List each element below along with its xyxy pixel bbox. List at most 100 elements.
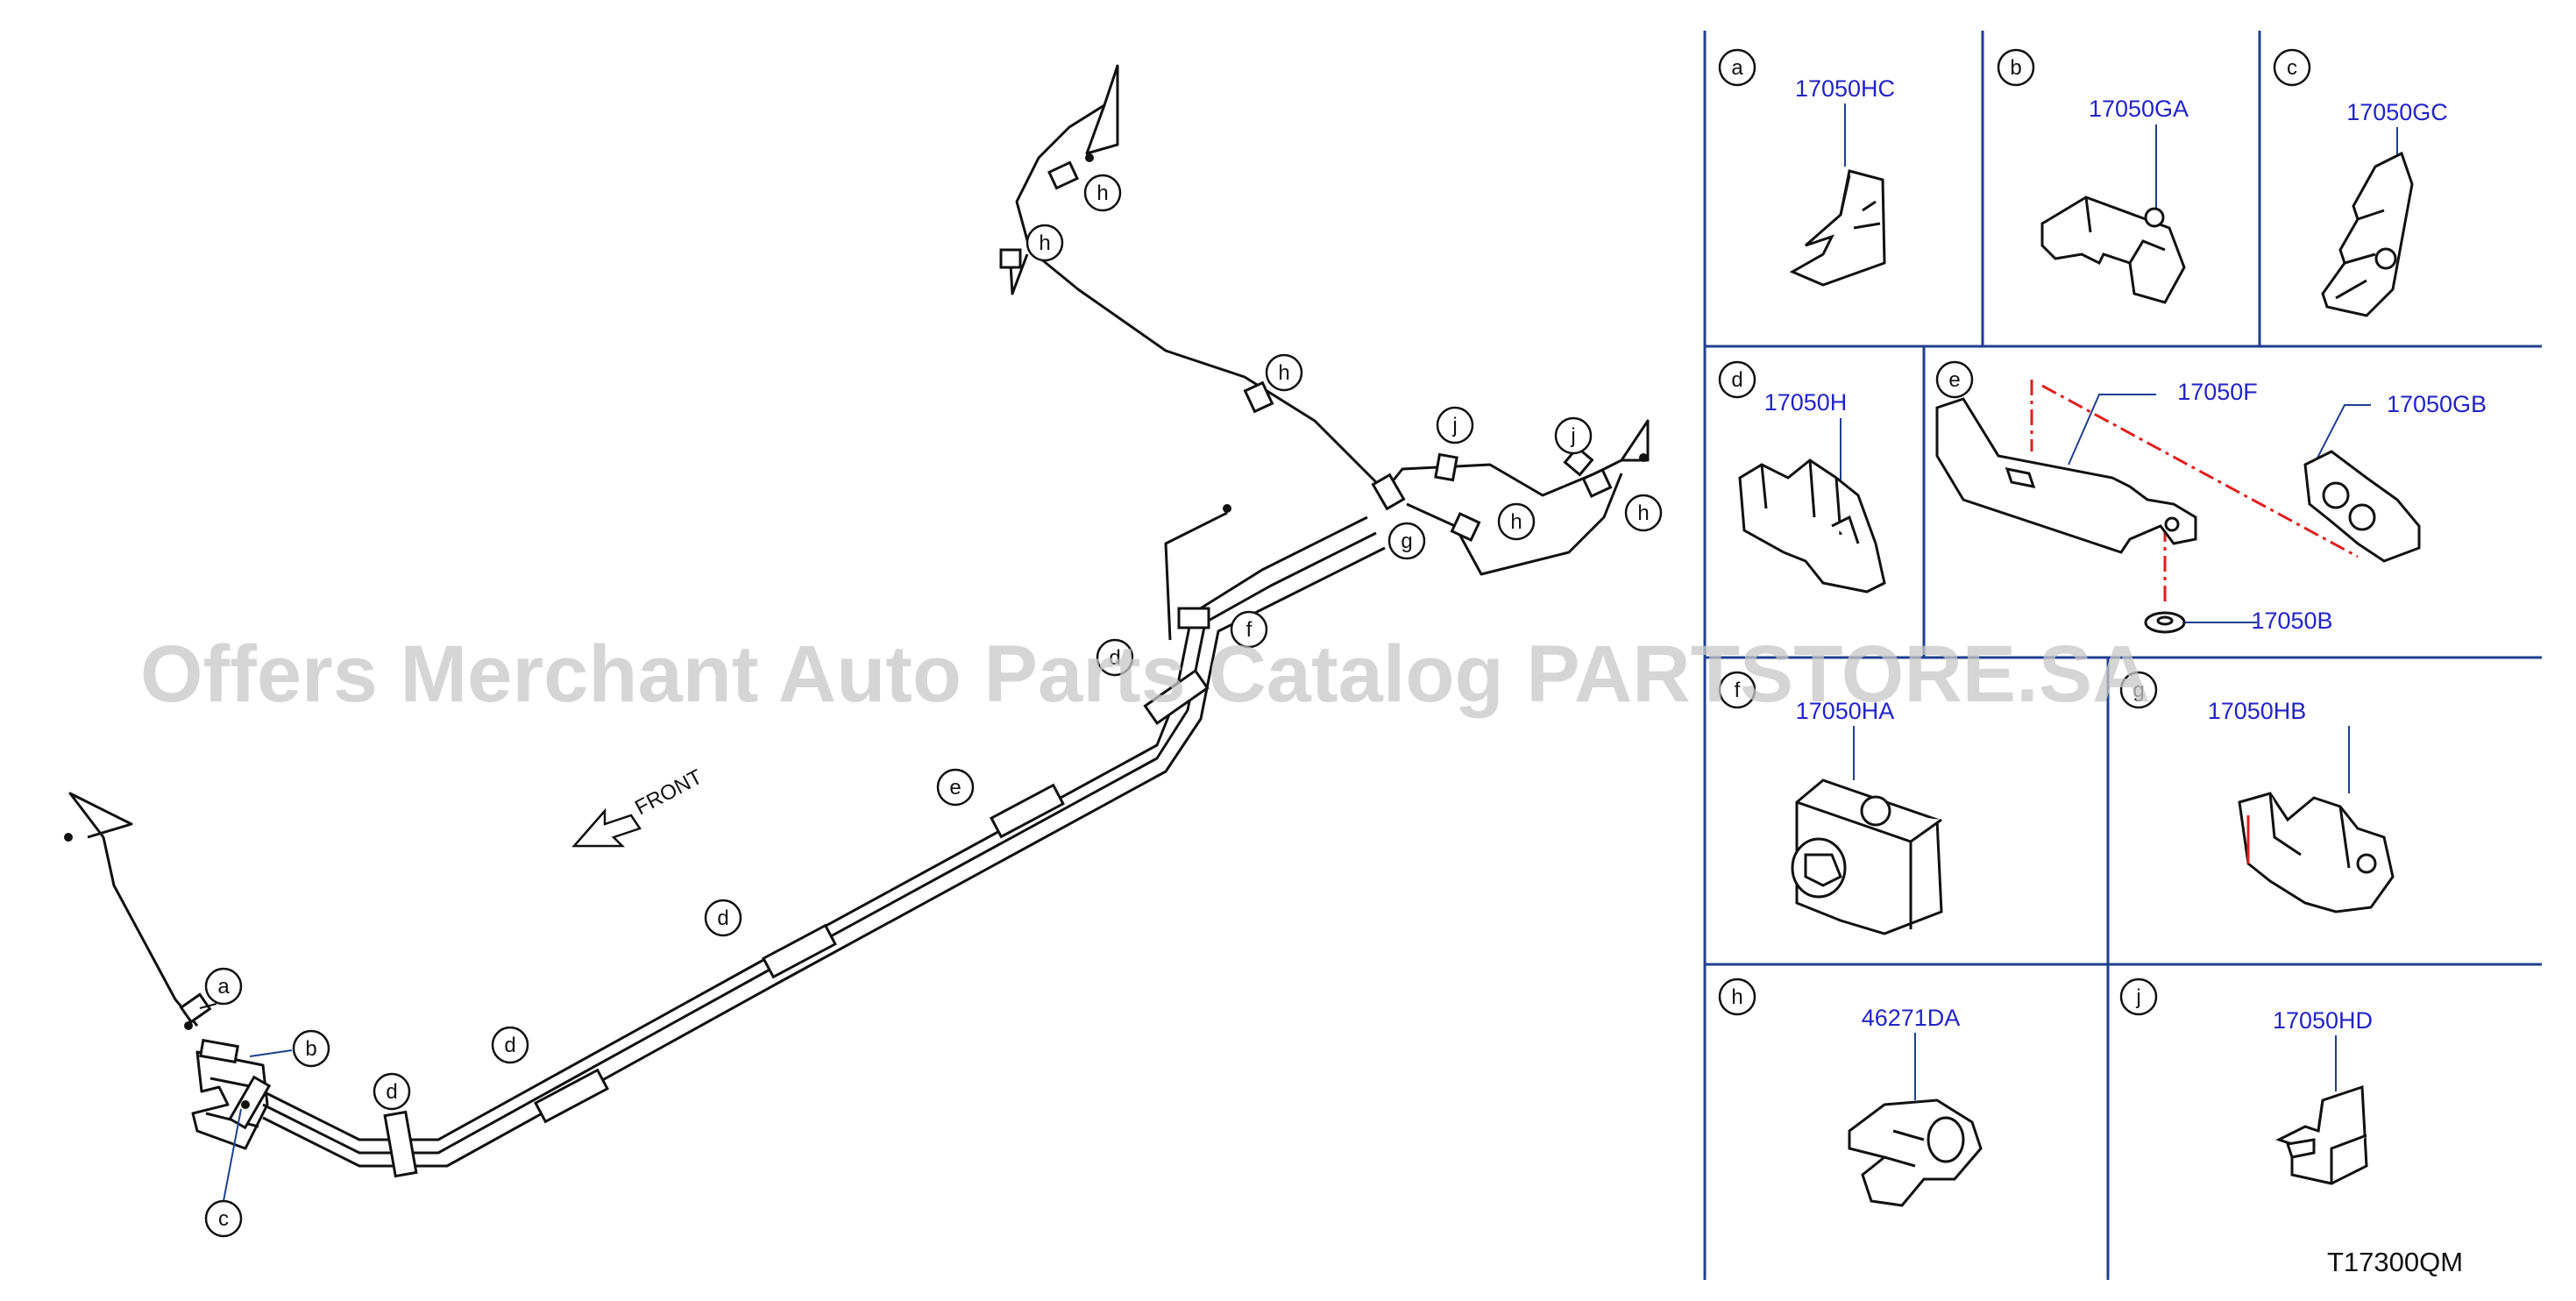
- clamp-d-3: [762, 923, 837, 979]
- clip-e-icon: [2303, 450, 2421, 563]
- centerline: [2030, 380, 2359, 605]
- svg-text:d: d: [717, 906, 728, 930]
- svg-text:j: j: [2135, 985, 2140, 1009]
- panel-b: b 17050GA: [1997, 48, 2189, 304]
- part-number-g: 17050HB: [2208, 698, 2307, 724]
- part-number-j: 17050HD: [2273, 1007, 2373, 1034]
- svg-text:c: c: [2287, 56, 2297, 80]
- part-number-e-grommet: 17050B: [2251, 608, 2332, 634]
- svg-text:h: h: [1278, 361, 1289, 385]
- front-label: FRONT: [631, 764, 706, 820]
- svg-text:f: f: [1735, 679, 1741, 702]
- clip-f-icon: [1791, 778, 1943, 935]
- panel-a: a 17050HC: [1718, 48, 1895, 287]
- part-number-a: 17050HC: [1795, 75, 1895, 102]
- clamp-d-2: [534, 1068, 609, 1124]
- callout-leaders: [199, 1003, 293, 1202]
- callout-h-5: h: [1624, 494, 1663, 532]
- part-number-e-clip: 17050GB: [2387, 391, 2487, 417]
- panel-g: g 17050HB: [2119, 671, 2395, 914]
- callout-c: c: [204, 1199, 243, 1238]
- clip-h-icon: [1848, 1098, 1983, 1207]
- clamp-b: [199, 1038, 239, 1064]
- callout-h-4: h: [1497, 502, 1536, 541]
- clamp-h-2: [999, 248, 1022, 269]
- svg-text:d: d: [1109, 646, 1120, 670]
- callout-e: e: [936, 768, 975, 807]
- svg-text:j: j: [1451, 414, 1457, 437]
- clamp-h-4: [1450, 511, 1481, 543]
- svg-text:g: g: [1401, 530, 1412, 553]
- callout-j-2: j: [1554, 416, 1593, 455]
- callout-h-3: h: [1265, 353, 1303, 392]
- clip-a-icon: [1789, 169, 1886, 287]
- part-number-d: 17050H: [1764, 389, 1848, 416]
- svg-text:h: h: [1510, 510, 1522, 534]
- svg-text:j: j: [1570, 424, 1575, 448]
- callout-d-1: d: [373, 1072, 411, 1111]
- clamp-d-4: [1143, 669, 1210, 725]
- callout-d-3: d: [704, 899, 742, 937]
- clamp-f: [1177, 607, 1210, 629]
- panel-c: c 17050GC: [2273, 48, 2448, 317]
- svg-text:b: b: [305, 1037, 316, 1061]
- panel-e: e 17050F 17050GB 17050B: [1935, 360, 2487, 634]
- bracket-e-icon: [1935, 397, 2197, 554]
- svg-text:c: c: [218, 1207, 229, 1231]
- svg-text:b: b: [2010, 56, 2021, 80]
- clamp-a: [179, 992, 212, 1024]
- clamp-j-2: [1563, 445, 1594, 477]
- callout-j-1: j: [1436, 406, 1474, 444]
- panel-grid: [1703, 31, 2542, 1280]
- svg-text:e: e: [949, 776, 961, 800]
- callout-d-4: d: [1096, 638, 1134, 677]
- clamp-g: [1371, 473, 1406, 511]
- clip-g-icon: [2238, 792, 2395, 914]
- diagram-code: T17300QM: [2327, 1247, 2463, 1277]
- clamp-h-5: [1581, 467, 1613, 499]
- clip-b-icon: [2040, 196, 2186, 304]
- callout-b: b: [292, 1029, 330, 1068]
- clamp-j-1: [1434, 452, 1458, 482]
- callout-h-2: h: [1025, 224, 1064, 262]
- svg-text:h: h: [1637, 501, 1649, 525]
- pipe-end-dots: [64, 153, 1648, 1109]
- clamp-e: [990, 783, 1065, 839]
- clip-d-icon: [1738, 459, 1886, 594]
- svg-text:a: a: [217, 975, 230, 999]
- callout-d-2: d: [491, 1026, 529, 1064]
- clamp-h-3: [1243, 380, 1274, 414]
- panel-h: h 46271DA: [1718, 978, 1983, 1207]
- callout-f: f: [1230, 610, 1268, 649]
- part-number-e-bracket: 17050F: [2177, 379, 2258, 405]
- part-number-h: 46271DA: [1862, 1005, 1961, 1031]
- pipe-routing: [68, 64, 1650, 1168]
- front-arrow-icon: [571, 807, 642, 848]
- grommet-e-icon: [2144, 611, 2186, 634]
- svg-text:e: e: [1948, 368, 1960, 392]
- svg-text:a: a: [1731, 56, 1743, 80]
- svg-text:h: h: [1039, 231, 1050, 255]
- clip-j-icon: [2275, 1084, 2368, 1185]
- svg-text:d: d: [1731, 368, 1742, 392]
- clip-c-icon: [2321, 151, 2414, 317]
- svg-text:g: g: [2132, 679, 2144, 702]
- watermark: Offers Merchant Auto Parts Catalog PARTS…: [140, 629, 2151, 719]
- callout-g: g: [1387, 522, 1426, 560]
- svg-text:d: d: [386, 1080, 397, 1104]
- main-callouts: a b c d d d e d f g h h h h h j j: [204, 174, 1663, 1238]
- svg-text:f: f: [1246, 618, 1253, 642]
- clamp-d-1: [383, 1110, 418, 1178]
- part-number-f: 17050HA: [1796, 698, 1895, 724]
- panel-f: f 17050HA: [1718, 671, 1943, 935]
- clamp-h-1: [1047, 160, 1080, 190]
- panel-j: j 17050HD: [2119, 978, 2373, 1185]
- panel-d: d 17050H: [1718, 360, 1886, 594]
- svg-text:d: d: [504, 1034, 515, 1057]
- svg-text:h: h: [1731, 985, 1742, 1009]
- callout-a: a: [204, 967, 243, 1006]
- svg-text:h: h: [1096, 181, 1108, 205]
- callout-h-1: h: [1083, 174, 1122, 212]
- part-number-c: 17050GC: [2346, 99, 2448, 125]
